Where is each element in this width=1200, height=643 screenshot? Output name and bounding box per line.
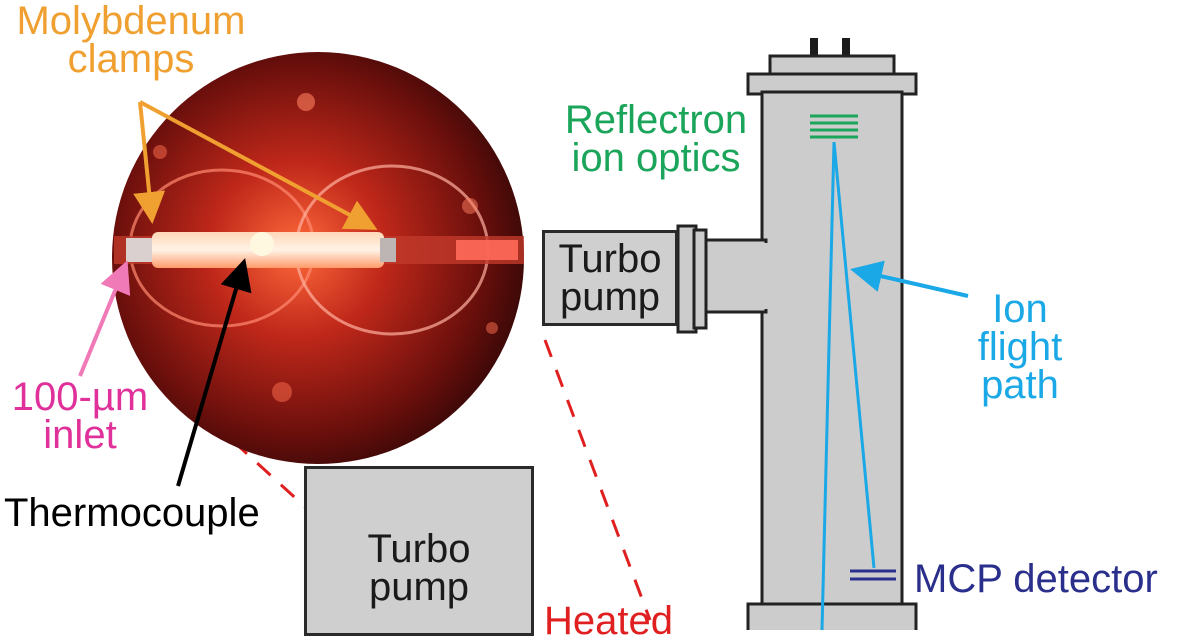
tof-chamber [676,38,918,630]
reflectron-label: Reflectron ion optics [564,98,748,180]
turbo-pump-large [304,466,534,636]
mcp-detector-label: MCP detector [914,557,1158,601]
turbo-pump-small [542,230,678,326]
inlet-arrow [78,260,131,377]
heated-cell-photo [112,52,524,464]
thermocouple-arrow [176,258,252,487]
reflectron-grid-icon [810,114,858,139]
ion-path-arrow [850,260,969,298]
clamp-arrow-left [133,101,166,224]
diagram-graphics [78,38,969,630]
molybdenum-clamps-label: Molybdenum clamps [16,0,246,81]
thermocouple-label: Thermocouple [4,491,260,535]
clamp-arrow-right [139,100,378,230]
ion-flight-path [820,141,876,630]
heated-label: Heated [544,599,673,643]
diagram: Molybdenum clamps Reflectron ion optics … [4,0,1158,641]
ion-flight-path-label: Ion flight path [977,287,1063,407]
turbo-pump-small-label: Turbo pump [558,237,662,319]
mcp-detector-icon [850,569,896,581]
inlet-label: 100-µm inlet [11,375,149,457]
turbo-pump-large-label: Turbo pump [367,527,471,609]
